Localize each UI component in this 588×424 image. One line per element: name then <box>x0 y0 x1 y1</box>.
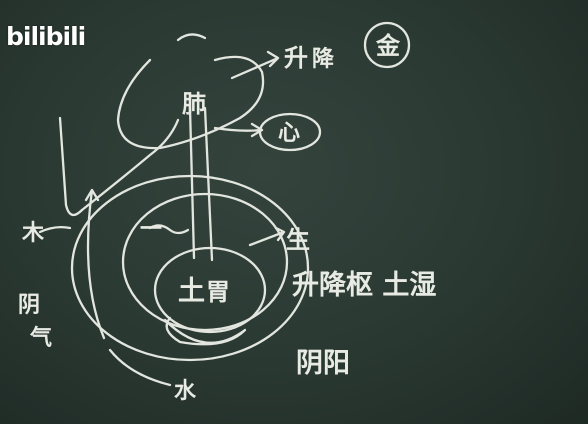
left-arrow-up <box>84 188 106 340</box>
bottom-text: 阴阳 <box>296 348 350 379</box>
channel-right <box>203 106 214 262</box>
wood-curve <box>38 225 72 234</box>
channel-left <box>188 106 196 260</box>
heart-label: 心 <box>278 120 300 146</box>
spleen-label: 土 <box>178 276 205 307</box>
lung-to-metal-arrow <box>230 50 280 80</box>
left-loop <box>58 116 180 217</box>
row-text: 升降枢 土湿 <box>292 270 436 301</box>
top-arc <box>176 33 207 42</box>
upper-bulb <box>116 55 265 150</box>
dash-label: 一 <box>140 216 162 242</box>
qi-label: 气 <box>29 325 52 351</box>
mid-circle <box>121 192 289 332</box>
inner-circle <box>153 246 267 334</box>
stomach-label: 胃 <box>206 277 230 306</box>
water-curve <box>108 348 172 387</box>
bilibili-logo: bilibili <box>6 22 86 51</box>
sheng-label: 生 <box>286 225 310 254</box>
descend-label: 降 <box>312 46 335 72</box>
squiggle <box>148 224 190 235</box>
inner-loop <box>163 316 247 346</box>
metal-label: 金 <box>375 31 401 60</box>
heart-oval <box>258 112 322 152</box>
water-label: 水 <box>174 378 197 404</box>
lung-label: 肺 <box>182 89 206 118</box>
wood-label: 木 <box>21 220 45 246</box>
metal-circle <box>363 21 411 69</box>
arrow-to-sheng <box>248 226 286 247</box>
ascend-label: 升 <box>284 43 308 72</box>
yin-label: 阴 <box>18 292 40 318</box>
outer-circle <box>70 174 310 362</box>
